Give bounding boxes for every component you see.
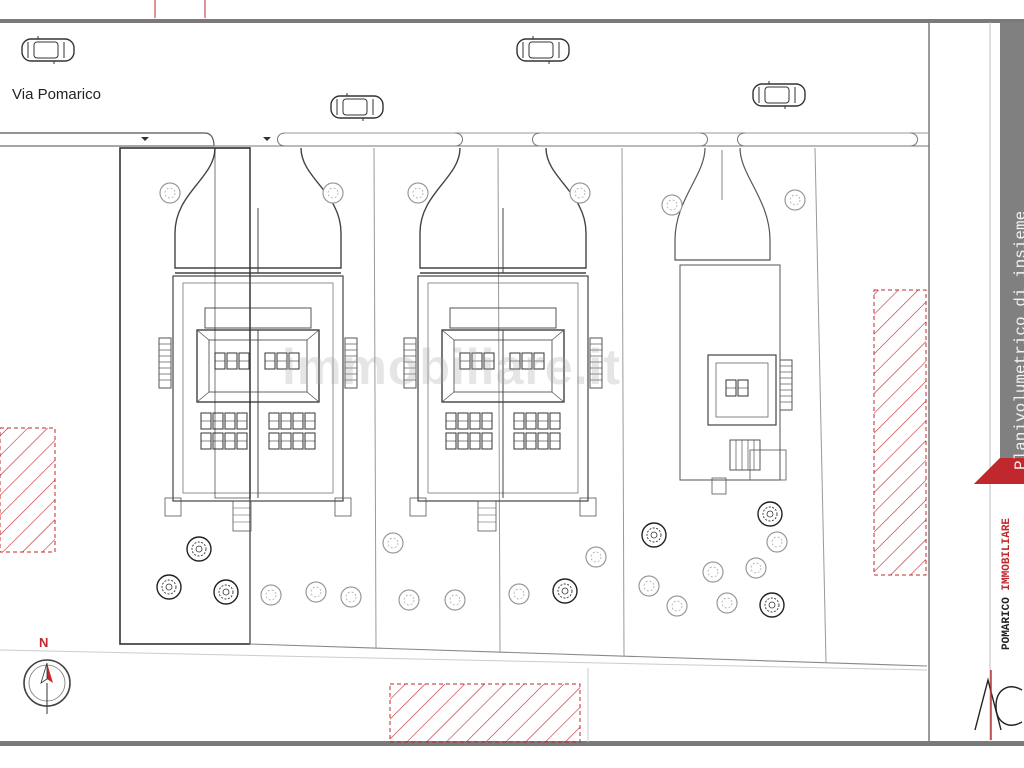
house-right bbox=[674, 147, 793, 495]
tree-icon bbox=[702, 561, 724, 583]
tree-icon bbox=[260, 584, 282, 606]
drawing-title: Planivolumetrico di insieme bbox=[1012, 210, 1024, 470]
tree-icon bbox=[638, 575, 660, 597]
tree-icon bbox=[305, 581, 327, 603]
car-icon bbox=[516, 35, 570, 65]
car-icon bbox=[752, 80, 806, 110]
tree-icon bbox=[340, 586, 362, 608]
tree-icon bbox=[757, 501, 783, 527]
watermark: immobiliare.it bbox=[282, 339, 622, 395]
tree-icon bbox=[322, 182, 344, 204]
tree-icon bbox=[552, 578, 578, 604]
hatched-areas bbox=[0, 289, 927, 743]
title-block-sidebar bbox=[974, 22, 1024, 484]
drawing-frame bbox=[0, 19, 1024, 746]
tree-icon bbox=[585, 546, 607, 568]
tree-icon bbox=[159, 182, 181, 204]
tree-icon bbox=[569, 182, 591, 204]
tree-icon bbox=[508, 583, 530, 605]
house-block-left bbox=[159, 148, 357, 531]
car-icon bbox=[21, 35, 75, 65]
lot-boundaries bbox=[0, 147, 928, 742]
tree-icon bbox=[784, 189, 806, 211]
north-label: N bbox=[39, 635, 49, 650]
brand-suffix: IMMOBILIARE bbox=[1001, 517, 1013, 591]
tree-icon bbox=[766, 531, 788, 553]
brand-name-part: POMARICO bbox=[1001, 597, 1013, 650]
tree-icon bbox=[666, 595, 688, 617]
tree-icon bbox=[661, 194, 683, 216]
tree-icon bbox=[213, 579, 239, 605]
tree-icon bbox=[382, 532, 404, 554]
street-label: Via Pomarico bbox=[12, 86, 101, 103]
tree-icon bbox=[759, 592, 785, 618]
logo-icon bbox=[974, 670, 1023, 740]
tree-icon bbox=[641, 522, 667, 548]
brand-name: POMARICO IMMOBILIARE bbox=[1001, 518, 1013, 650]
tree-icon bbox=[156, 574, 182, 600]
road-edge bbox=[0, 132, 215, 147]
parked-cars bbox=[21, 35, 806, 122]
tree-icon bbox=[186, 536, 212, 562]
tree-icon bbox=[444, 589, 466, 611]
compass-icon bbox=[23, 659, 71, 714]
tree-icon bbox=[407, 182, 429, 204]
tree-icon bbox=[716, 592, 738, 614]
car-icon bbox=[330, 92, 384, 122]
tree-icon bbox=[398, 589, 420, 611]
tree-icon bbox=[745, 557, 767, 579]
